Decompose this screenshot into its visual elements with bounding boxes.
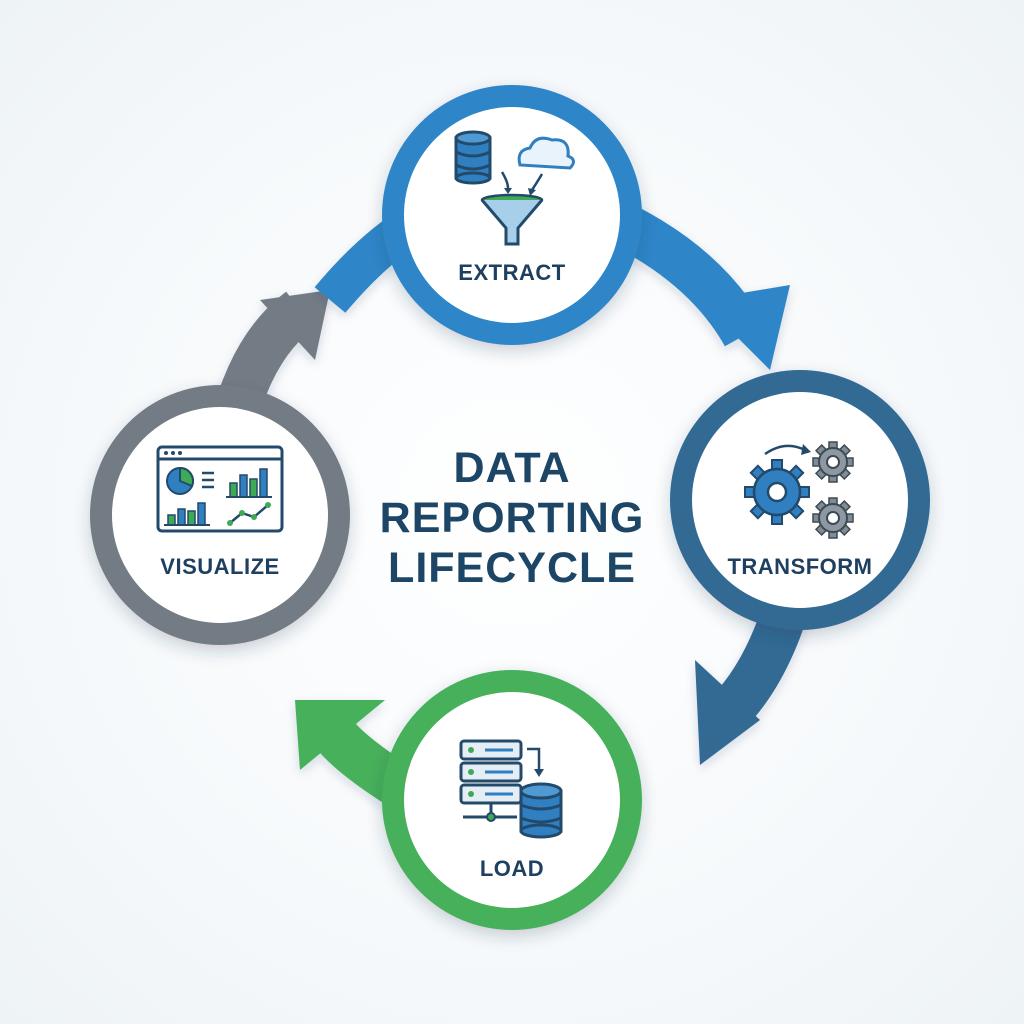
- extract-label: EXTRACT: [458, 260, 565, 285]
- line-chart-icon: [227, 502, 271, 526]
- load-label: LOAD: [480, 856, 544, 881]
- visualize-label: VISUALIZE: [160, 554, 279, 579]
- server-to-database-icon: [459, 739, 563, 839]
- step-load: LOAD: [382, 670, 642, 930]
- bar-chart-top-icon: [226, 468, 272, 498]
- title-line-3: LIFECYCLE: [388, 544, 636, 592]
- arrow-visualize-to-extract: [218, 290, 330, 408]
- cycle-arrow-icon: [764, 444, 806, 456]
- step-visualize: VISUALIZE: [90, 385, 350, 645]
- database-icon: [519, 782, 563, 839]
- bar-chart-bottom-icon: [164, 502, 210, 526]
- transform-disc: [692, 392, 908, 608]
- title-line-2: REPORTING: [380, 494, 645, 542]
- large-gear-icon: [744, 459, 810, 525]
- small-gear-bottom-icon: [812, 497, 854, 539]
- gears-icon: [744, 441, 854, 539]
- cloud-icon: [517, 136, 575, 170]
- step-extract: EXTRACT: [382, 85, 642, 345]
- database-cloud-funnel-icon: [454, 130, 575, 246]
- funnel-icon: [480, 193, 544, 246]
- pie-chart-icon: [166, 466, 194, 495]
- transform-label: TRANSFORM: [727, 554, 872, 579]
- server-icon: [459, 739, 523, 822]
- small-gear-top-icon: [812, 441, 854, 483]
- database-icon: [454, 130, 492, 185]
- step-transform: TRANSFORM: [670, 370, 930, 630]
- window-frame-icon: [156, 445, 284, 533]
- center-title: DATA REPORTING LIFECYCLE: [380, 444, 645, 592]
- dashboard-charts-icon: [156, 445, 284, 533]
- title-line-1: DATA: [453, 444, 570, 492]
